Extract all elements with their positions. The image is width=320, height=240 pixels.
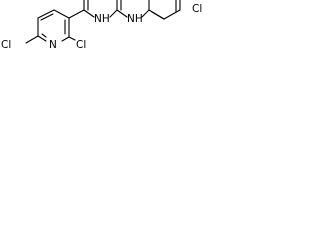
bond-ring-c6-n [37, 35, 47, 42]
bond-carbonyl-nh [83, 9, 95, 18]
bond-c2-cl [68, 36, 76, 41]
pyridine-ring [37, 9, 70, 42]
bond-ring-c3-c4 [53, 9, 70, 19]
bond-nh-ureac [109, 9, 118, 18]
atom-urea-nh: NH [127, 13, 143, 25]
atom-pyridine-n: N [49, 39, 57, 51]
atom-cl-ring-left: Cl [1, 39, 11, 51]
bond-ph-3 [163, 9, 181, 20]
bond-c3-carbonyl [68, 9, 85, 19]
bond-ring-n-c2 [61, 36, 70, 42]
bond-ureac-nh [116, 9, 128, 18]
bond-ring-c4-c5 [37, 9, 55, 19]
atom-amide-nh: NH [94, 13, 110, 25]
bond-ring-double-2 [41, 33, 47, 38]
phenyl-ring [148, 0, 181, 20]
atom-cl-phenyl: Cl [192, 3, 202, 15]
chemical-structure: Cl Cl N NH NH Cl [0, 0, 207, 83]
bond-ring-double-1 [40, 13, 54, 21]
bond-nh-phenyl [141, 9, 150, 18]
atom-cl-ring-bottom: Cl [76, 39, 86, 51]
bond-c5-cl [25, 35, 39, 44]
bond-ph-double-1 [151, 11, 165, 20]
structure-drawing: Cl Cl N NH NH Cl [1, 0, 202, 51]
